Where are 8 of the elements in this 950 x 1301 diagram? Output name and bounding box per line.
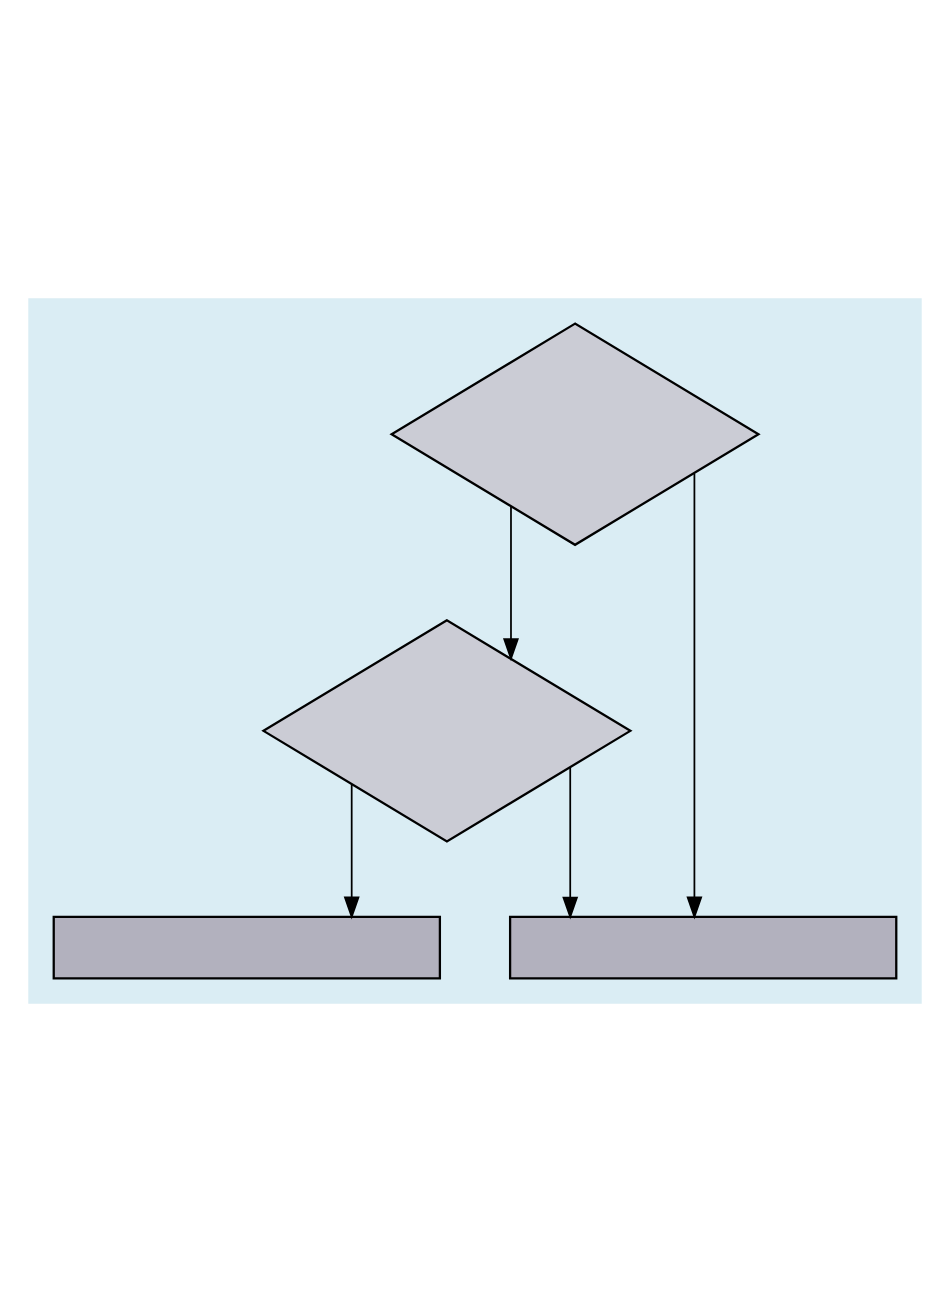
node-diamond xyxy=(389,321,761,546)
arrow xyxy=(343,783,360,919)
arrow xyxy=(503,505,519,661)
node-diamond xyxy=(261,618,633,843)
arrow xyxy=(562,765,579,920)
node-box xyxy=(52,915,442,979)
node-box xyxy=(508,915,898,979)
arrow xyxy=(686,472,703,919)
